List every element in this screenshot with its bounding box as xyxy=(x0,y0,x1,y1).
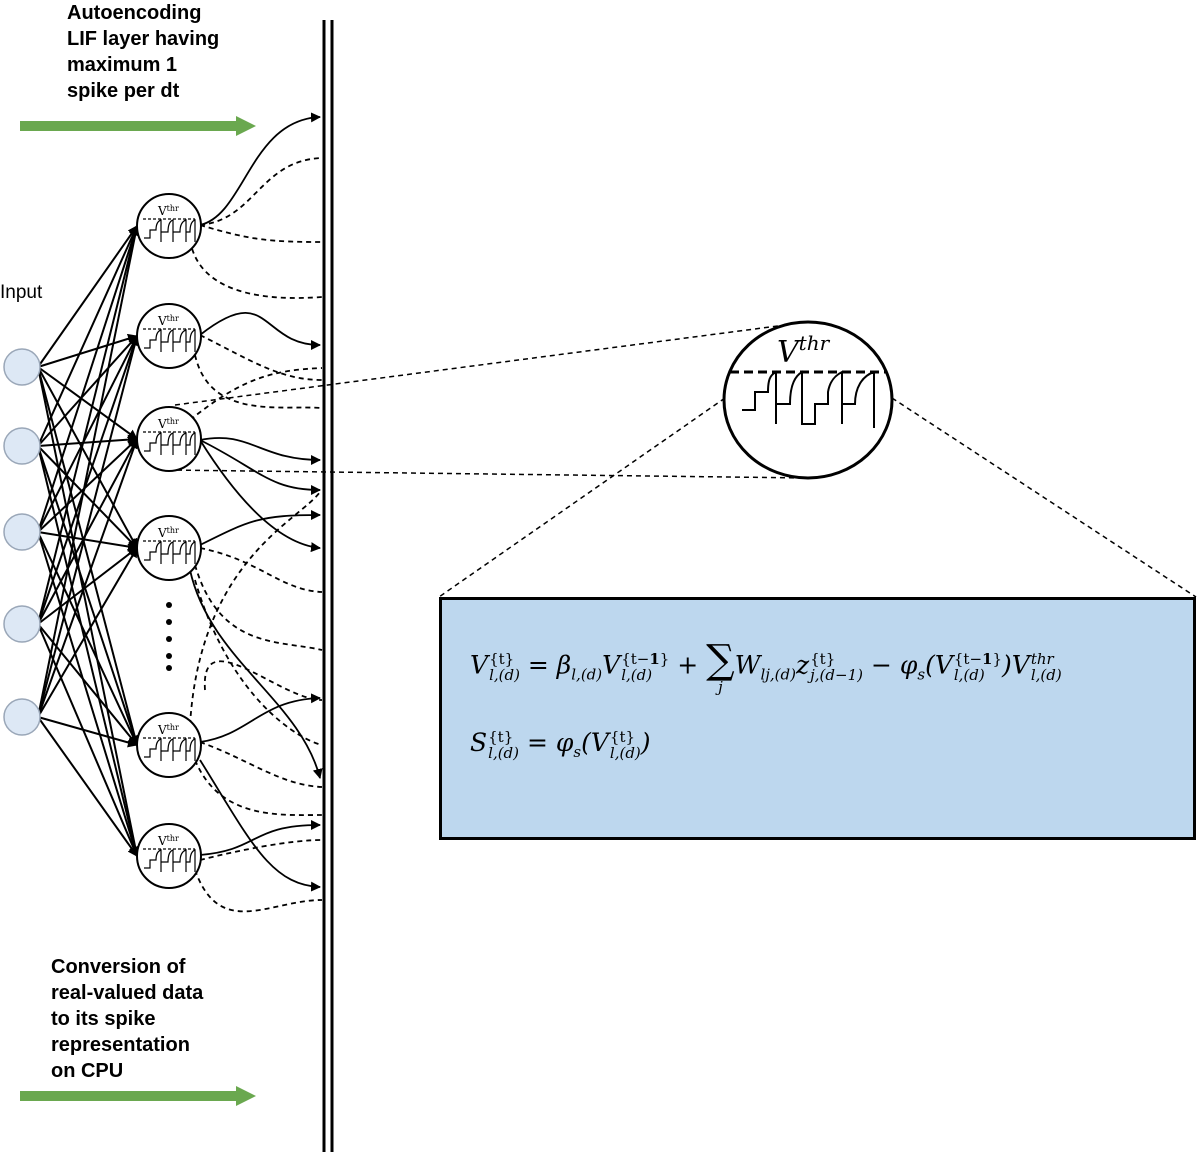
input-to-neuron-connection xyxy=(37,531,138,746)
input-to-neuron-connection xyxy=(37,623,138,746)
lif-neuron: Vthr xyxy=(136,406,202,472)
input-to-neuron-connection xyxy=(37,225,139,533)
output-connections xyxy=(189,112,323,913)
neuron-label: Vthr xyxy=(157,314,179,328)
neuron-label: Vthr xyxy=(157,204,179,218)
input-to-neuron-connection xyxy=(37,438,138,533)
input-node xyxy=(3,605,41,643)
input-to-neuron-connection xyxy=(37,333,138,368)
input-to-neuron-connection xyxy=(37,547,138,625)
zoom-label: Vthr xyxy=(777,331,831,370)
input-to-neuron-connection xyxy=(37,335,138,533)
input-to-neuron-connection xyxy=(37,445,139,746)
lif-neuron: Vthr xyxy=(136,823,202,889)
input-to-neuron-connection xyxy=(37,445,138,549)
input-to-neuron-connection xyxy=(37,335,138,447)
input-to-neuron-connection xyxy=(37,445,140,857)
input-node xyxy=(3,427,41,465)
input-to-neuron-connection xyxy=(37,335,140,718)
input-node xyxy=(3,513,41,551)
lif-neuron: Vthr xyxy=(136,712,202,778)
input-node xyxy=(3,348,41,386)
input-to-neuron-connection xyxy=(37,366,138,549)
input-nodes xyxy=(3,348,41,736)
zoomed-neuron: Vthr xyxy=(722,320,894,480)
ellipsis-dots xyxy=(166,602,172,671)
green-arrow-bottom xyxy=(20,1086,256,1106)
input-connections xyxy=(37,225,141,857)
neuron-label: Vthr xyxy=(157,417,179,431)
input-node xyxy=(3,698,41,736)
input-to-neuron-connection xyxy=(37,225,138,368)
input-to-neuron-connection xyxy=(37,335,139,625)
neuron-label: Vthr xyxy=(157,834,179,848)
zoom-lines xyxy=(167,321,1197,598)
input-to-neuron-connection xyxy=(37,531,140,857)
input-to-neuron-connection xyxy=(37,225,140,625)
caption-conversion: Conversion of real-valued data to its sp… xyxy=(51,956,204,1082)
spike-output-equation: S{t}l,(d) = φs(V{t}l,(d)) xyxy=(470,727,651,762)
neuron-label: Vthr xyxy=(157,526,179,540)
lif-neuron: Vthr xyxy=(136,193,202,259)
input-to-neuron-connection xyxy=(37,434,138,447)
caption-autoencoding-layer: Autoencoding LIF layer having maximum 1 … xyxy=(67,2,220,102)
input-to-neuron-connection xyxy=(37,366,138,440)
neuron-label: Vthr xyxy=(157,723,179,737)
input-to-neuron-connection xyxy=(37,366,141,857)
lif-neuron: Vthr xyxy=(136,515,202,581)
input-to-neuron-connection xyxy=(37,438,138,625)
input-to-neuron-connection xyxy=(37,623,139,857)
input-to-neuron-connection xyxy=(37,225,138,447)
input-to-neuron-connection xyxy=(37,531,138,552)
input-to-neuron-connection xyxy=(37,366,140,746)
input-label: Input xyxy=(0,282,43,303)
input-to-neuron-connection xyxy=(37,547,138,718)
lif-neuron: Vthr xyxy=(136,303,202,369)
input-to-neuron-connection xyxy=(37,716,138,857)
input-to-neuron-connection xyxy=(37,716,138,748)
input-to-neuron-connection xyxy=(37,438,139,718)
green-arrow-top xyxy=(20,116,256,136)
input-to-neuron-connection xyxy=(37,225,141,718)
